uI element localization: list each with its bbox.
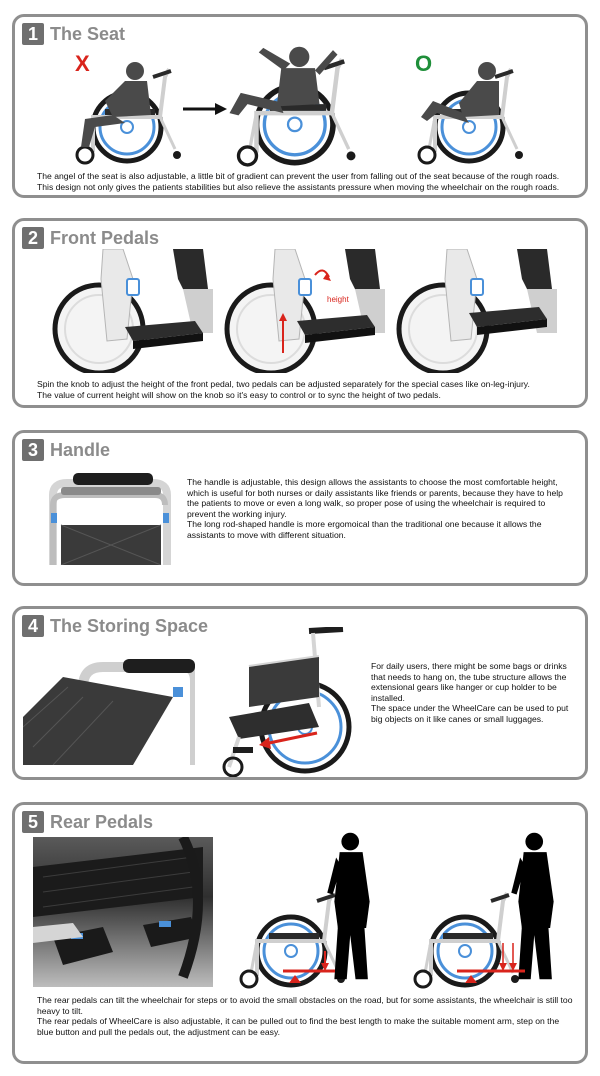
section-title: Rear Pedals	[50, 811, 154, 832]
section-number: 4	[22, 615, 44, 637]
section-title: The Seat	[50, 23, 126, 44]
section-number: 2	[22, 227, 44, 249]
storing-wheelchair-render	[209, 627, 369, 777]
section-title: Handle	[50, 439, 111, 460]
paragraph: The rear pedals of WheelCare is also adj…	[37, 1016, 560, 1037]
section-front-pedals: 2 Front Pedals	[12, 218, 588, 408]
paragraph: The angel of the seat is also adjustable…	[37, 171, 560, 181]
section-header: 1 The Seat	[22, 22, 125, 46]
arrow-right-icon	[183, 103, 227, 115]
section-description: Spin the knob to adjust the height of th…	[37, 379, 577, 400]
section-title: The Storing Space	[50, 615, 209, 636]
paragraph: This design not only gives the patients …	[37, 181, 560, 192]
paragraph: The handle is adjustable, this design al…	[187, 477, 563, 519]
right-mark: O	[415, 51, 433, 76]
section-rear-pedals: 5 Rear Pedals	[12, 802, 588, 1064]
handle-render	[33, 465, 173, 565]
rear-pedal-photo	[33, 837, 213, 987]
paragraph: The long rod-shaped handle is more ergom…	[187, 519, 542, 540]
storing-closeup-render	[23, 637, 195, 765]
paragraph: The space under the WheelCare can be use…	[371, 703, 569, 724]
section-the-seat: 1 The Seat X O The angel of the seat is …	[12, 14, 588, 198]
section-description: The rear pedals can tilt the wheelchair …	[37, 995, 577, 1037]
section-description: The handle is adjustable, this design al…	[187, 477, 567, 541]
height-label: height	[327, 295, 349, 304]
wrong-mark: X	[75, 51, 90, 76]
paragraph: Spin the knob to adjust the height of th…	[37, 379, 530, 389]
section-number: 3	[22, 439, 44, 461]
front-pedal-render-2	[215, 249, 385, 373]
front-pedal-render-3	[387, 249, 557, 373]
section-number: 1	[22, 23, 44, 45]
rear-pedal-diagram-1	[229, 831, 379, 991]
section-header: 2 Front Pedals	[22, 226, 159, 250]
section-number: 5	[22, 811, 44, 833]
seat-wrong-illustration	[65, 57, 185, 167]
paragraph: The rear pedals can tilt the wheelchair …	[37, 995, 573, 1016]
section-header: 4 The Storing Space	[22, 614, 208, 638]
section-header: 3 Handle	[22, 438, 110, 462]
section-title: Front Pedals	[50, 227, 160, 248]
section-description: For daily users, there might be some bag…	[371, 661, 577, 725]
section-handle: 3 Handle The handle is adjustable, this …	[12, 430, 588, 586]
section-the-storing-space: 4 The Storing Space For da	[12, 606, 588, 780]
paragraph: For daily users, there might be some bag…	[371, 661, 567, 703]
paragraph: The value of current height will show on…	[37, 389, 441, 400]
section-description: The angel of the seat is also adjustable…	[37, 171, 577, 192]
rear-pedal-diagram-2	[403, 831, 563, 991]
seat-right-illustration	[407, 57, 527, 167]
seat-falling-illustration	[225, 45, 360, 170]
front-pedal-render-1	[43, 249, 213, 373]
section-header: 5 Rear Pedals	[22, 810, 153, 834]
